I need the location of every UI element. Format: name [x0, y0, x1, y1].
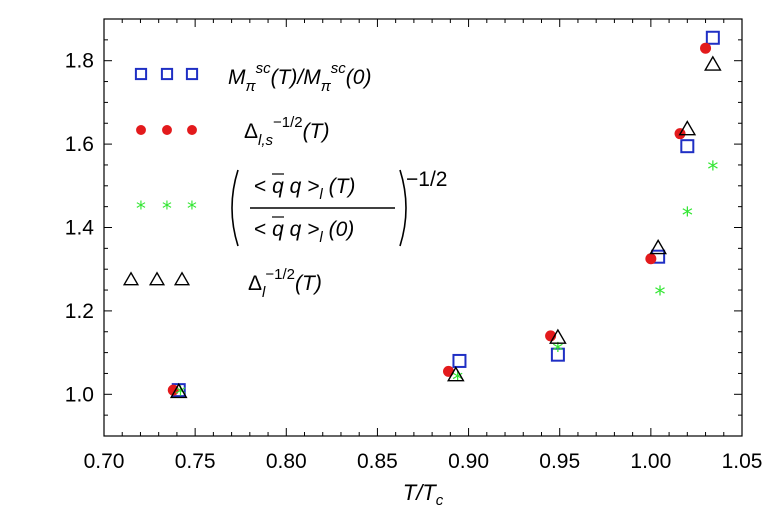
y-tick-label: 1.6: [65, 133, 94, 156]
plot-frame: [103, 18, 743, 437]
legend-triangle-marker: [148, 271, 166, 286]
triangle-point: [678, 120, 697, 136]
star-point: *: [175, 383, 186, 408]
legend-circle-marker: [136, 125, 146, 135]
right-paren: [399, 169, 407, 247]
triangle-point: [169, 382, 188, 399]
x-axis-title: T/Tc: [403, 480, 444, 508]
x-tick-label: 1.05: [722, 450, 763, 473]
triangle-point: [649, 238, 667, 255]
triangle-point: [549, 328, 567, 344]
fraction-numerator: < q q >l (T): [254, 175, 355, 203]
legend-square-marker: [134, 67, 148, 81]
legend-label-1: Mπsc(T)/Mπsc(0): [228, 60, 371, 95]
circle-point: [700, 42, 712, 54]
x-tick-label: 0.95: [539, 450, 580, 473]
x-tick-label: 0.80: [266, 450, 307, 473]
triangle-point: [704, 55, 722, 71]
legend-triangle-marker: [173, 271, 191, 286]
y-tick-label: 1.0: [65, 383, 94, 406]
x-tick-label: 0.70: [84, 450, 125, 473]
y-tick-label: 1.2: [65, 300, 94, 323]
y-tick-label: 1.8: [65, 50, 94, 73]
square-point: [550, 347, 565, 362]
x-tick-label: 0.85: [357, 450, 398, 473]
star-point: *: [552, 339, 563, 364]
legend-star-marker: *: [187, 197, 197, 220]
legend-label-4: Δl−1/2(T): [248, 266, 322, 301]
legend-markers: * * *: [122, 67, 199, 286]
y-axis: 1.0 1.2 1.4 1.6 1.8: [65, 18, 742, 437]
x-axis-title-main: T/T: [403, 480, 438, 505]
data-points: * * * * * *: [167, 30, 722, 408]
legend-star-marker: *: [136, 197, 146, 220]
star-point: *: [654, 283, 665, 308]
star-point: *: [707, 158, 718, 183]
square-point: [680, 139, 695, 154]
x-tick-label: 0.90: [448, 450, 489, 473]
legend-circle-marker: [187, 125, 197, 135]
star-point: *: [682, 204, 693, 229]
legend-square-marker: [160, 67, 174, 81]
legend-square-marker: [185, 67, 199, 81]
legend-label-2: Δl,s−1/2(T): [244, 114, 329, 149]
legend-triangle-marker: [122, 271, 140, 286]
triangle-point: [447, 366, 465, 382]
legend: * * * Mπsc(T)/Mπsc(0) Δl,s−1/2(T) < q q >l…: [122, 60, 447, 301]
x-tick-label: 1.00: [630, 450, 671, 473]
x-axis: 0.70 0.75 0.80 0.85 0.90 0.95 1.00 1.05: [84, 19, 763, 473]
square-point: [705, 30, 720, 45]
legend-label-3: < q q >l (T) < q q >l (0) −1/2: [231, 168, 447, 247]
y-tick-label: 1.4: [65, 217, 95, 240]
legend-circle-marker: [162, 125, 172, 135]
left-paren: [231, 169, 239, 247]
circle-point: [645, 253, 657, 265]
legend-star-marker: *: [162, 197, 172, 220]
x-axis-title-sub: c: [436, 492, 444, 508]
fraction-exponent: −1/2: [406, 168, 447, 191]
fraction-denominator: < q q >l (0): [254, 218, 354, 246]
square-point: [452, 353, 467, 368]
circle-point: [167, 384, 179, 396]
x-tick-label: 0.75: [175, 450, 216, 473]
